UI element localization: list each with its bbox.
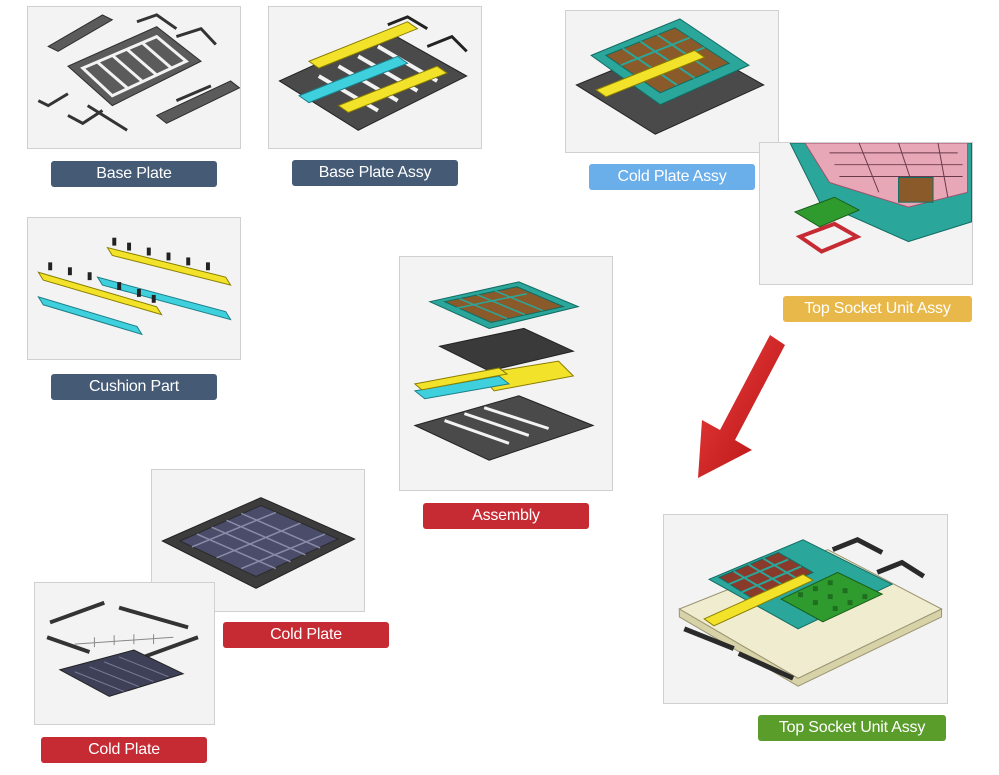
assembly-label: Assembly (423, 503, 589, 529)
assembly-image (399, 256, 613, 491)
flow-arrow-icon (698, 335, 785, 478)
cold-plate-assy-image (565, 10, 779, 153)
cushion-part-image (27, 217, 241, 360)
top-socket-unit-detail-image (759, 142, 973, 285)
base-plate-label: Base Plate (51, 161, 217, 187)
base-plate-assy-label: Base Plate Assy (292, 160, 458, 186)
top-socket-unit-assy-label-2: Top Socket Unit Assy (758, 715, 946, 741)
cold-plate-label-1: Cold Plate (223, 622, 389, 648)
base-plate-assy-image (268, 6, 482, 149)
top-socket-unit-final-image (663, 514, 948, 704)
base-plate-image (27, 6, 241, 149)
cold-plate-assy-label: Cold Plate Assy (589, 164, 755, 190)
cushion-part-label: Cushion Part (51, 374, 217, 400)
cold-plate-label-2: Cold Plate (41, 737, 207, 763)
cold-plate-image-2 (34, 582, 215, 725)
top-socket-unit-assy-label-1: Top Socket Unit Assy (783, 296, 972, 322)
